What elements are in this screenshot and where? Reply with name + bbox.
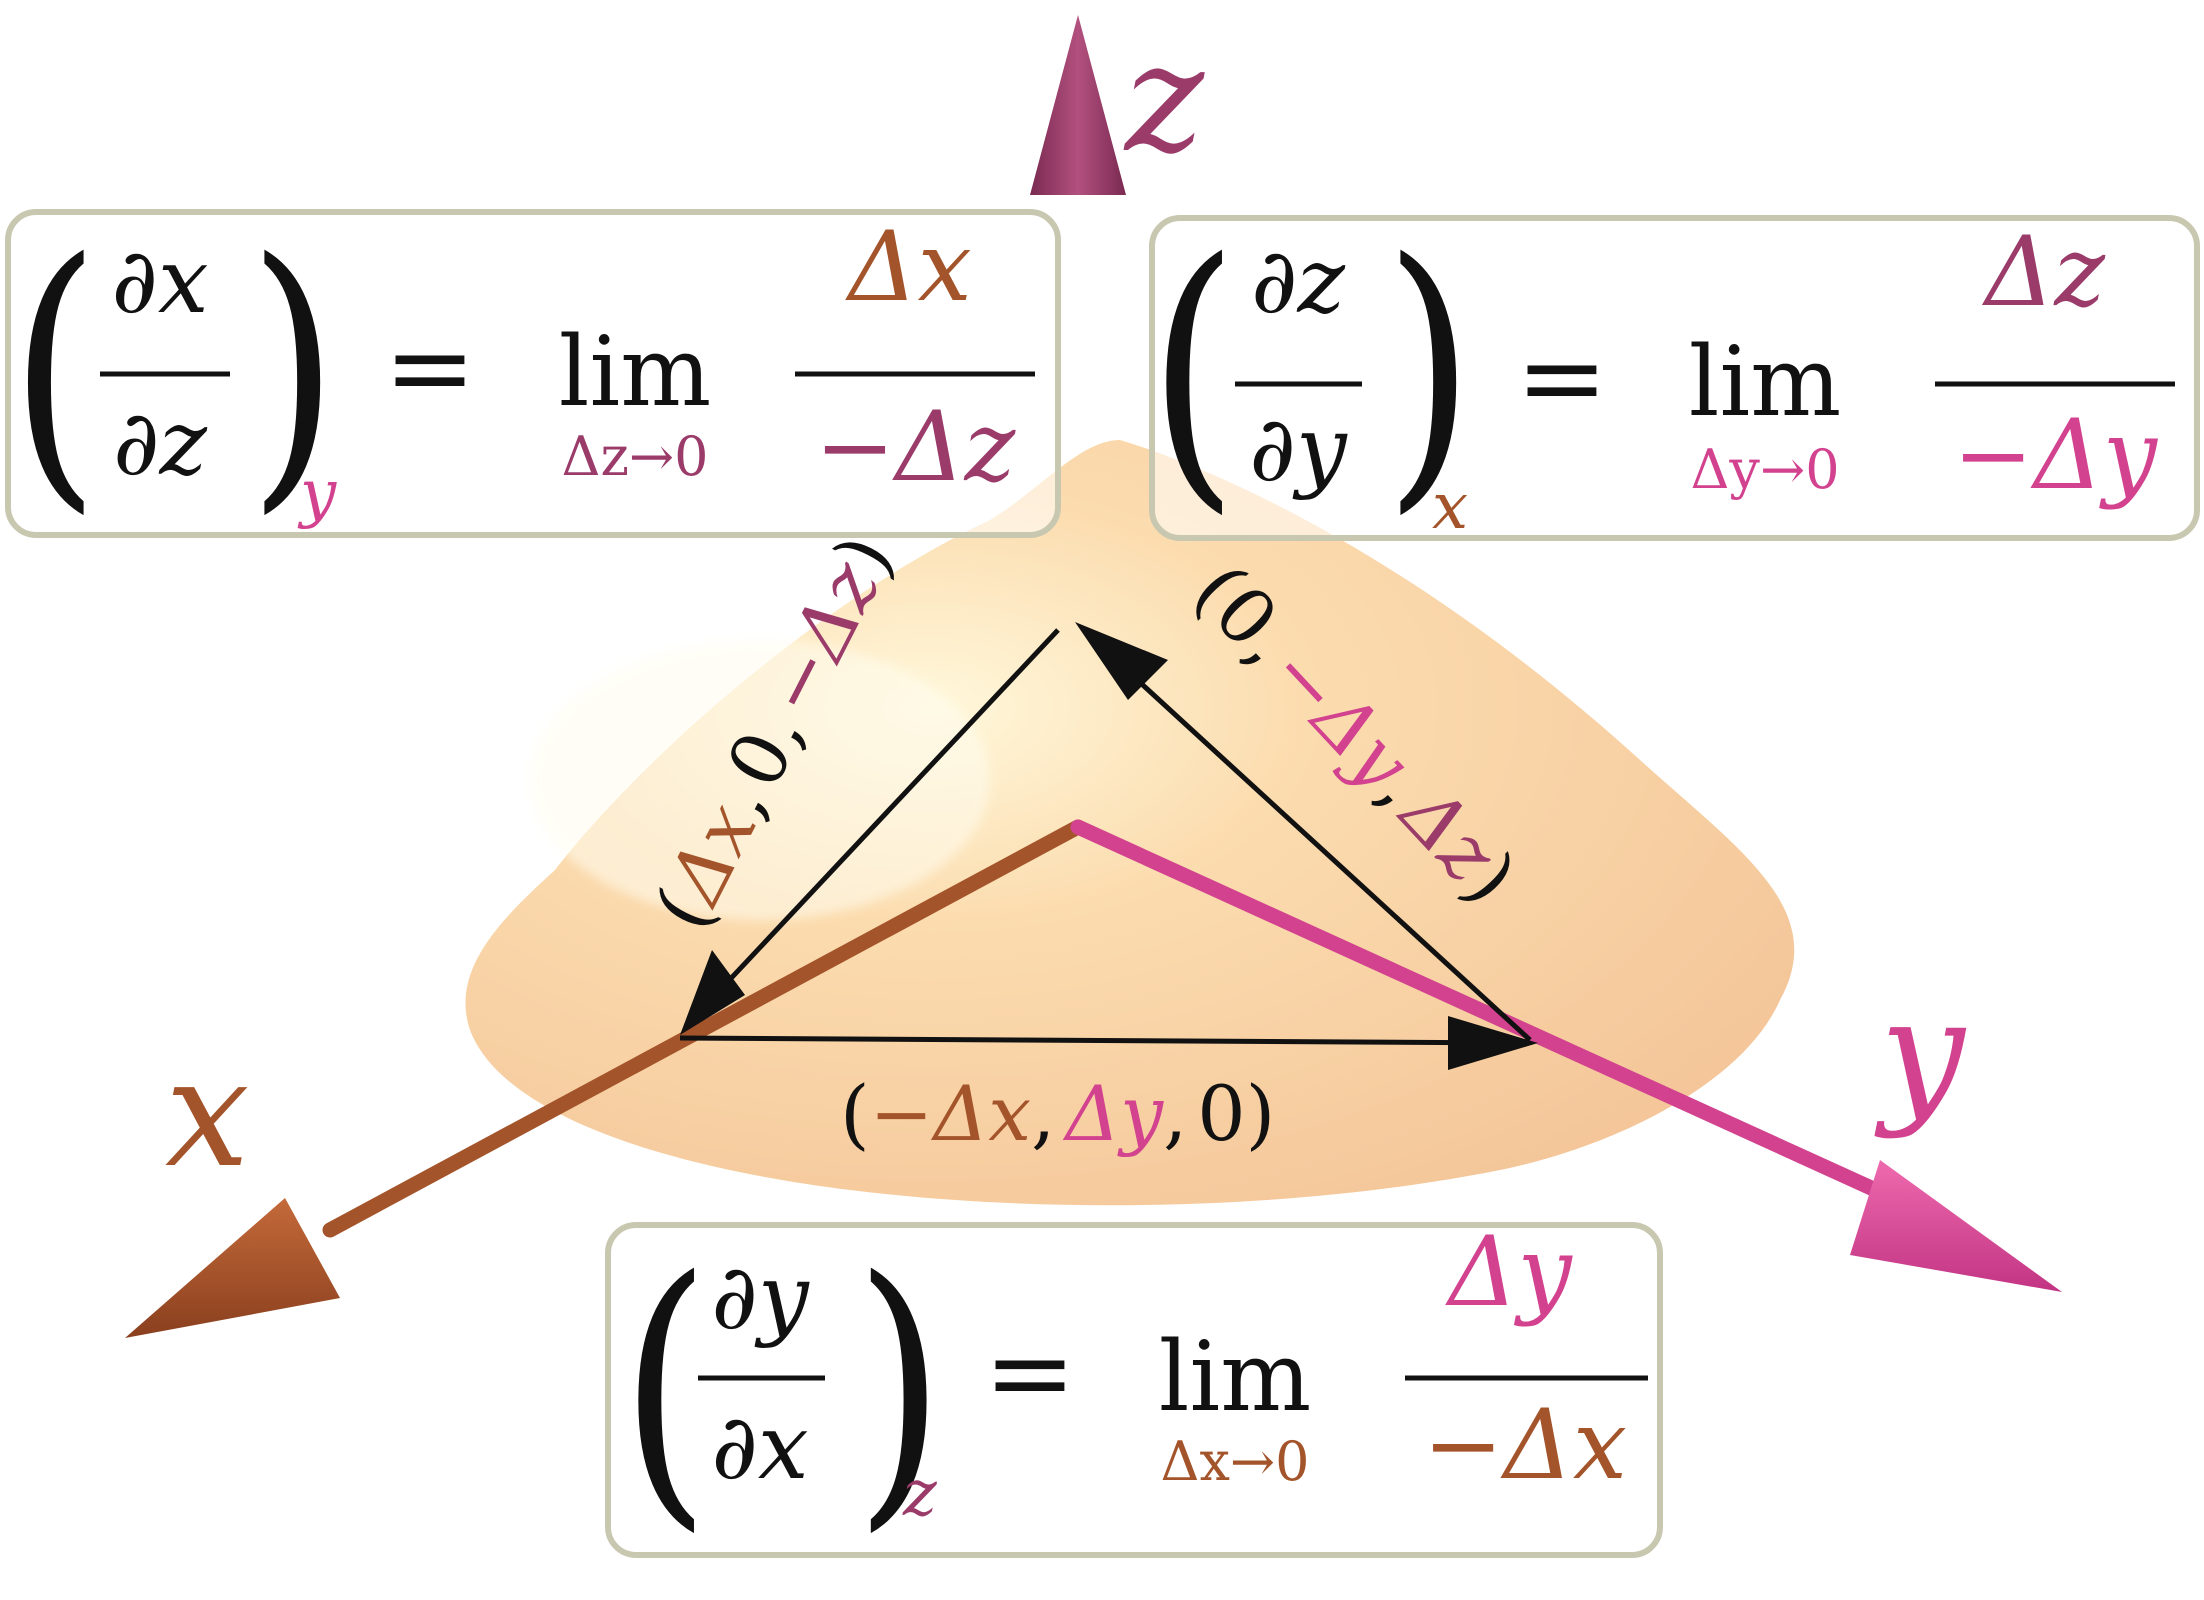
lim-operator: lim xyxy=(559,316,711,428)
vector-arrow-top-right xyxy=(1083,630,1532,1042)
formula-box-yx xyxy=(605,1222,1663,1558)
surface-highlight xyxy=(530,640,990,920)
paren-left: ( xyxy=(1148,201,1239,539)
partial-denominator: ∂y xyxy=(1249,397,1348,502)
held-constant-subscript: y xyxy=(297,457,337,531)
vector-arrowhead-top-right xyxy=(1075,622,1168,700)
lim-operator: lim xyxy=(1689,326,1841,438)
vector-arrowhead-top-left xyxy=(680,950,745,1035)
paren-right: ) xyxy=(854,1219,945,1557)
ratio-denominator: −Δz xyxy=(815,391,1017,503)
vector-arrow-top-left xyxy=(688,628,1060,1024)
formula-xz: ( ∂x ∂z ) y = lim Δz→0 Δx −Δz xyxy=(10,201,1035,539)
ratio-numerator: Δy xyxy=(1444,1216,1573,1328)
vector-arrow-bottom xyxy=(679,1035,1526,1046)
partial-denominator: ∂x xyxy=(711,1395,808,1500)
paren-right: ) xyxy=(248,201,339,539)
lim-subscript: Δx→0 xyxy=(1160,1430,1309,1493)
equals-sign: = xyxy=(384,303,476,431)
ratio-numerator: Δx xyxy=(844,211,971,323)
equals-sign: = xyxy=(984,1308,1076,1436)
y-axis-line xyxy=(1070,819,1888,1200)
y-axis-arrowhead xyxy=(1850,1160,2062,1292)
z-axis-label: z xyxy=(1123,12,1205,186)
paren-left: ( xyxy=(10,201,101,539)
ratio-denominator: −Δx xyxy=(1423,1389,1627,1501)
vector-arrowhead-bottom xyxy=(1448,1016,1538,1070)
x-axis-arrowhead xyxy=(125,1198,340,1338)
z-axis-arrowhead xyxy=(1030,15,1126,195)
formula-zy: ( ∂z ∂y ) x = lim Δy→0 Δz −Δy xyxy=(1148,201,2175,544)
held-constant-subscript: z xyxy=(902,1457,938,1531)
formula-box-zy xyxy=(1149,215,2200,541)
surface-patch xyxy=(465,440,1795,1206)
ratio-numerator: Δz xyxy=(1981,216,2106,328)
y-axis-label: y xyxy=(1874,967,1967,1141)
partial-numerator: ∂y xyxy=(711,1245,810,1350)
vector-label-bottom: (−Δx,Δy,0) xyxy=(840,1069,1275,1158)
x-axis-line xyxy=(322,819,1086,1238)
partial-denominator: ∂z xyxy=(113,391,208,496)
paren-right: ) xyxy=(1384,201,1475,539)
paren-left: ( xyxy=(620,1219,711,1557)
lim-operator: lim xyxy=(1159,1321,1311,1433)
equals-sign: = xyxy=(1516,313,1608,441)
x-axis-label: x xyxy=(165,1027,250,1201)
partial-numerator: ∂z xyxy=(1251,229,1346,334)
formula-yx: ( ∂y ∂x ) z = lim Δx→0 Δy −Δx xyxy=(620,1216,1648,1556)
lim-subscript: Δy→0 xyxy=(1690,438,1839,501)
formula-box-xz xyxy=(5,209,1061,538)
partial-numerator: ∂x xyxy=(111,229,208,334)
ratio-denominator: −Δy xyxy=(1953,399,2159,511)
held-constant-subscript: x xyxy=(1432,470,1468,544)
lim-subscript: Δz→0 xyxy=(561,425,708,488)
